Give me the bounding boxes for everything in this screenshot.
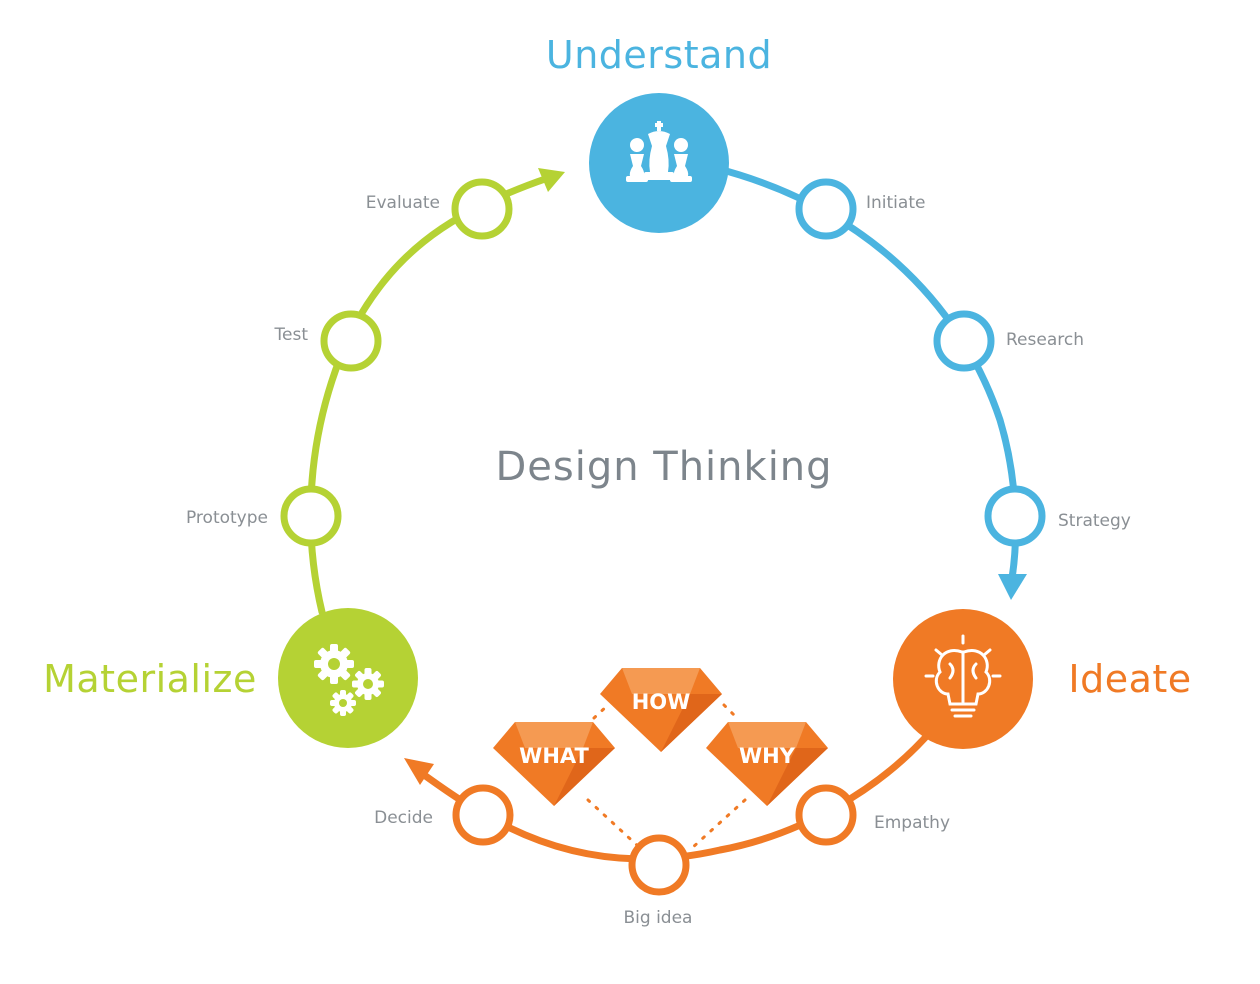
gem-how: HOW [600, 668, 722, 752]
phase-title-materialize: Materialize [43, 657, 257, 701]
node-test [320, 310, 382, 372]
center-title: Design Thinking [495, 444, 832, 490]
step-label-research: Research [1006, 330, 1084, 350]
chess-pieces-icon [626, 121, 692, 182]
understand-arrowhead [998, 574, 1027, 600]
step-label-big-idea: Big idea [624, 908, 693, 928]
gem-connectors [586, 703, 747, 850]
node-empathy [795, 784, 857, 846]
phase-title-ideate: Ideate [1068, 657, 1191, 701]
gem-how-label: HOW [632, 690, 691, 714]
node-prototype [280, 485, 342, 547]
node-big-idea [628, 834, 690, 896]
step-label-initiate: Initiate [866, 193, 925, 213]
node-evaluate [451, 178, 513, 240]
brain-lightbulb-icon [924, 634, 1002, 718]
gem-what-label: WHAT [519, 744, 589, 768]
node-research [933, 310, 995, 372]
step-label-prototype: Prototype [186, 508, 268, 528]
materialize-arc [307, 174, 552, 616]
step-label-strategy: Strategy [1058, 511, 1131, 531]
phase-title-understand: Understand [546, 33, 772, 77]
materialize-arrowhead [538, 168, 565, 192]
step-label-decide: Decide [374, 808, 433, 828]
gem-why: WHY [706, 722, 828, 806]
node-initiate [795, 178, 857, 240]
node-decide [452, 784, 514, 846]
node-strategy [984, 485, 1046, 547]
ideate-arrowhead [404, 758, 434, 785]
gem-why-label: WHY [739, 744, 796, 768]
understand-arc [711, 164, 1020, 582]
step-label-test: Test [274, 325, 309, 345]
step-label-empathy: Empathy [874, 813, 950, 833]
gears-icon [314, 644, 384, 716]
gem-what: WHAT [493, 722, 615, 806]
step-label-evaluate: Evaluate [366, 193, 440, 213]
